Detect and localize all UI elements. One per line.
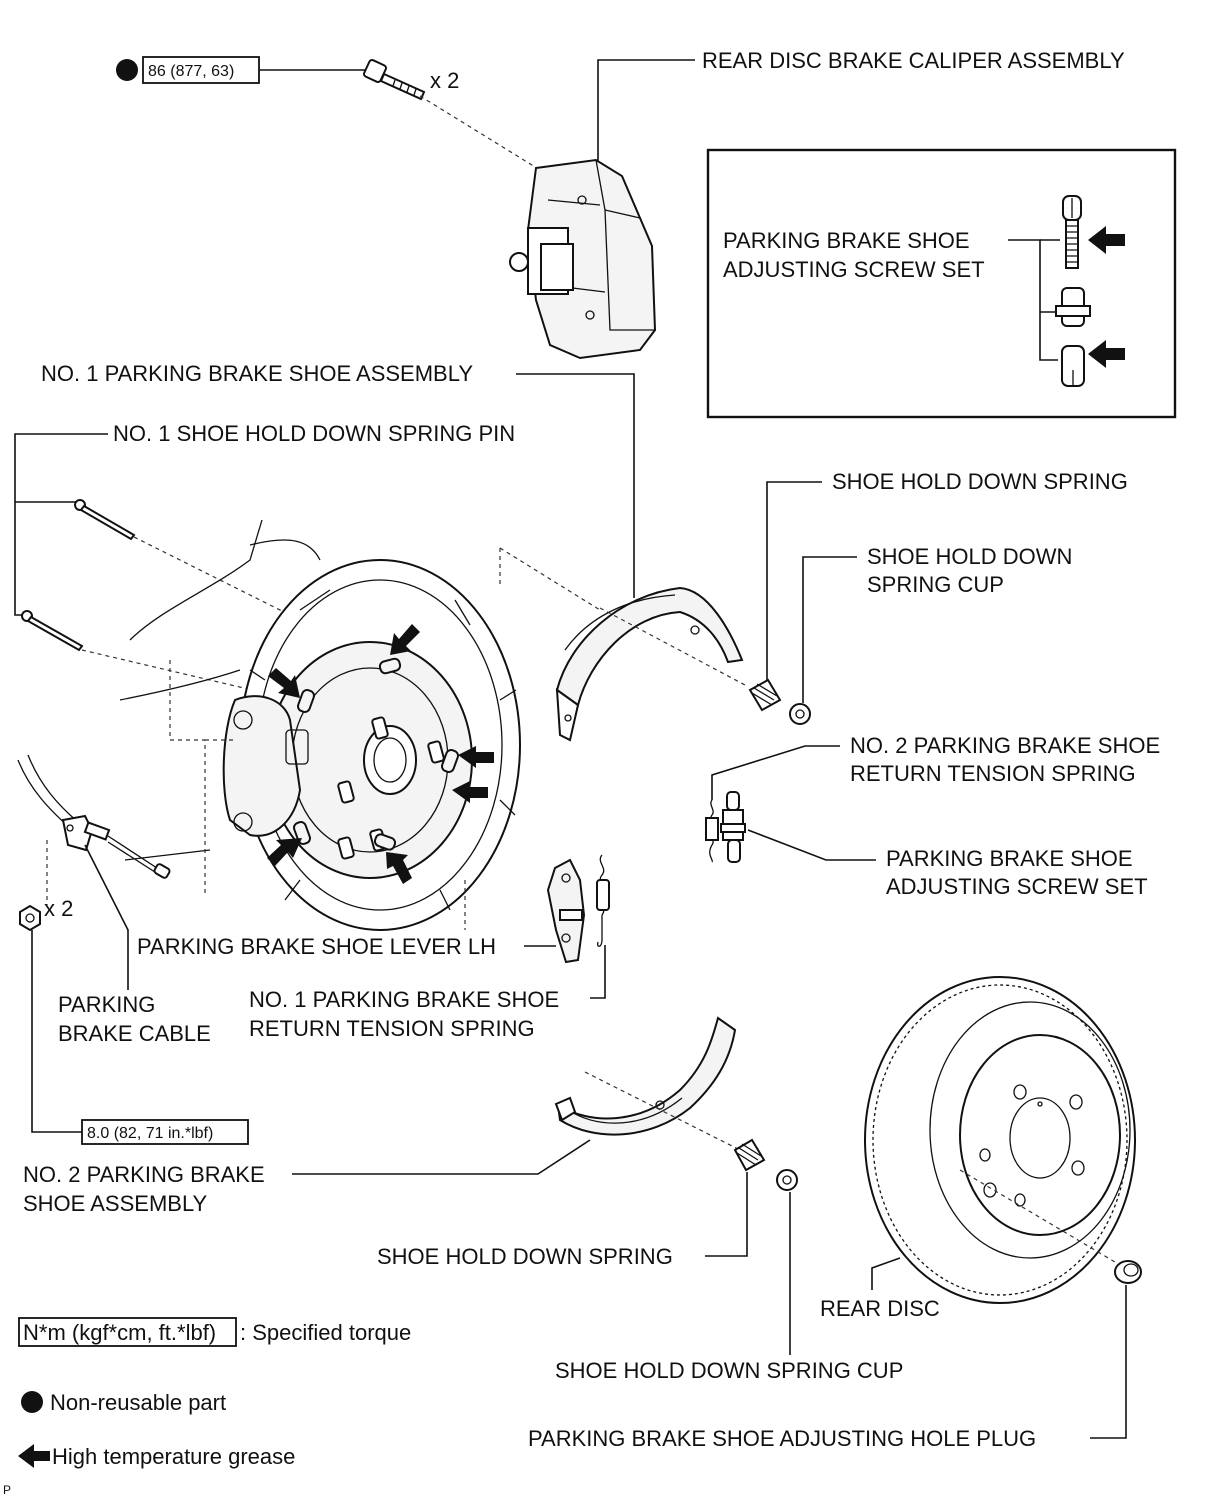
no2-return-spring-icon (705, 799, 719, 863)
caliper-bolt-torque-box (142, 56, 260, 84)
no2-return-label-1: NO. 2 PARKING BRAKE SHOE (850, 733, 1160, 758)
no2-shoe-label-1: NO. 2 PARKING BRAKE (23, 1162, 265, 1187)
grease-arrow-icon (458, 746, 494, 768)
no1-brake-shoe-icon (555, 586, 744, 742)
legend-grease-icon (18, 1444, 50, 1468)
cable-nut-torque: 8.0 (82, 71 in.*lbf) (87, 1125, 213, 1142)
no2-shoe-label-2: SHOE ASSEMBLY (23, 1191, 208, 1216)
hold-down-spring-icon (748, 678, 782, 712)
hold-down-cup-icon (776, 1169, 798, 1191)
legend-torque-units: N*m (kgf*cm, ft.*lbf) (23, 1320, 216, 1345)
hold-down-spring-icon (733, 1138, 766, 1172)
legend-nonreusable-icon (21, 1391, 43, 1413)
parking-cable-icon (61, 814, 171, 879)
grease-arrow-icon (1088, 340, 1125, 368)
lever-label: PARKING BRAKE SHOE LEVER LH (137, 934, 496, 959)
grease-arrow-icon (267, 838, 302, 866)
adj-screw-label-1: PARKING BRAKE SHOE (886, 846, 1133, 871)
caliper-bolt-torque: 86 (877, 63) (148, 63, 234, 80)
cable-label-2: BRAKE CABLE (58, 1021, 211, 1046)
inset-screw-label-1: PARKING BRAKE SHOE (723, 228, 970, 253)
hold-down-pin-icon (21, 610, 84, 652)
no1-return-label-1: NO. 1 PARKING BRAKE SHOE (249, 987, 559, 1012)
no1-return-spring-icon (596, 854, 610, 947)
caliper-label: REAR DISC BRAKE CALIPER ASSEMBLY (702, 48, 1125, 73)
no1-return-label-2: RETURN TENSION SPRING (249, 1016, 535, 1041)
nonreusable-marker-icon (116, 59, 138, 81)
grease-arrow-icon (390, 624, 420, 655)
hold-spring-top-label: SHOE HOLD DOWN SPRING (832, 469, 1128, 494)
adjusting-screw-icon (720, 791, 746, 863)
shoe-lever-icon (546, 858, 586, 964)
legend-torque-text: : Specified torque (240, 1320, 411, 1345)
cup-top-label-1: SHOE HOLD DOWN (867, 544, 1072, 569)
grease-arrow-icon (1088, 226, 1125, 254)
no2-brake-shoe-icon (554, 1016, 737, 1136)
hold-down-pin-icon (74, 499, 136, 541)
no1-pin-label: NO. 1 SHOE HOLD DOWN SPRING PIN (113, 421, 515, 446)
nut-quantity: x 2 (44, 896, 73, 921)
grease-arrow-icon (386, 852, 412, 884)
caliper-bolt-icon (363, 59, 426, 101)
cup-top-label-2: SPRING CUP (867, 572, 1004, 597)
inset-adjusting-screw-icon (1055, 195, 1091, 387)
legend-grease-text: High temperature grease (52, 1444, 295, 1469)
no2-return-label-2: RETURN TENSION SPRING (850, 761, 1136, 786)
rear-disc-label: REAR DISC (820, 1296, 940, 1321)
legend-torque-box (18, 1317, 237, 1347)
grease-arrow-icon (268, 668, 300, 698)
backing-plate-and-hub (119, 519, 521, 931)
adj-screw-label-2: ADJUSTING SCREW SET (886, 874, 1148, 899)
cable-nut-icon (19, 904, 41, 932)
hole-plug-label: PARKING BRAKE SHOE ADJUSTING HOLE PLUG (528, 1426, 1036, 1451)
corner-mark: P (3, 1483, 11, 1497)
cable-label-1: PARKING (58, 992, 155, 1017)
hole-plug-icon (1114, 1260, 1142, 1284)
rear-disc-icon (864, 976, 1136, 1304)
bolt-quantity: x 2 (430, 68, 459, 93)
inset-screw-label-2: ADJUSTING SCREW SET (723, 257, 985, 282)
cable-nut-torque-box (81, 1119, 249, 1145)
legend-nonreusable-text: Non-reusable part (50, 1390, 226, 1415)
inset-box (706, 148, 1177, 419)
grease-arrow-icon (452, 781, 488, 803)
caliper-assembly (509, 158, 657, 360)
cup-bottom-label: SHOE HOLD DOWN SPRING CUP (555, 1358, 903, 1383)
no1-shoe-assembly-label: NO. 1 PARKING BRAKE SHOE ASSEMBLY (41, 361, 473, 386)
hold-down-cup-icon (789, 703, 811, 725)
hold-spring-bottom-label: SHOE HOLD DOWN SPRING (377, 1244, 673, 1269)
